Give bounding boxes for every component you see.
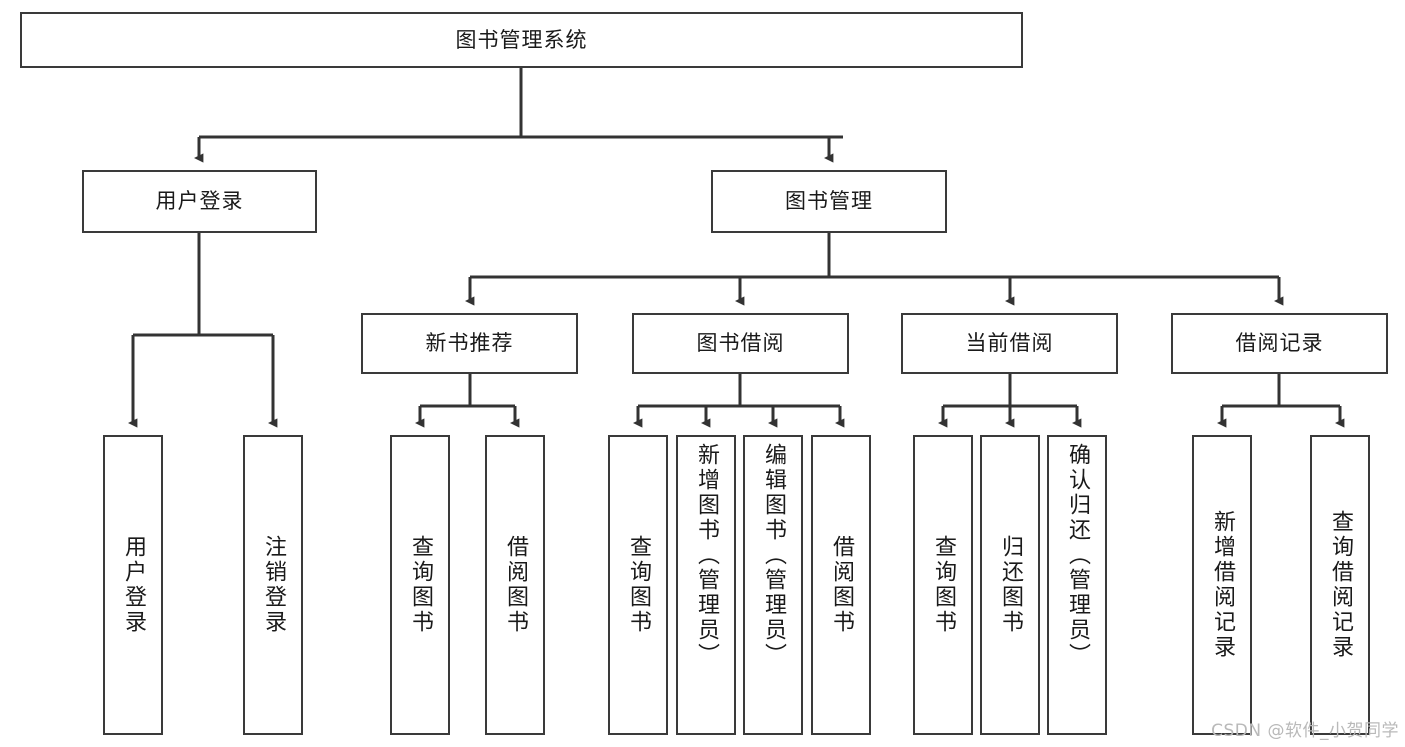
leaf-borrow-record-add-record[interactable]: 新增借阅记录 [1192, 435, 1252, 735]
node-label: 用户登录 [155, 189, 244, 214]
leaf-borrow-record-query-record[interactable]: 查询借阅记录 [1310, 435, 1370, 735]
leaf-book-borrow-add-book-admin[interactable]: 新增图书（管理员） [676, 435, 736, 735]
node-new-book-recommend[interactable]: 新书推荐 [361, 313, 578, 374]
node-label: 查询图书 [408, 535, 433, 635]
node-label: 归还图书 [998, 535, 1023, 635]
node-label: 图书管理系统 [455, 27, 588, 52]
node-label: 用户登录 [121, 535, 146, 635]
node-root-book-management-system[interactable]: 图书管理系统 [20, 12, 1023, 68]
leaf-current-borrow-query-books[interactable]: 查询图书 [913, 435, 973, 735]
leaf-user-login-login[interactable]: 用户登录 [103, 435, 163, 735]
leaf-current-borrow-return-books[interactable]: 归还图书 [980, 435, 1040, 735]
node-label: 当前借阅 [965, 331, 1054, 356]
node-label: 注销登录 [261, 535, 286, 635]
watermark-text: CSDN @软件_小贺同学 [1211, 721, 1399, 741]
node-label: 借阅记录 [1235, 331, 1324, 356]
node-book-management[interactable]: 图书管理 [711, 170, 947, 233]
node-label: 新增借阅记录 [1210, 510, 1235, 660]
leaf-book-borrow-edit-book-admin[interactable]: 编辑图书（管理员） [743, 435, 803, 735]
node-label: 新书推荐 [425, 331, 514, 356]
node-label: 查询图书 [626, 535, 651, 635]
node-user-login[interactable]: 用户登录 [82, 170, 317, 233]
node-label: 查询借阅记录 [1328, 510, 1353, 660]
leaf-current-borrow-confirm-return-admin[interactable]: 确认归还（管理员） [1047, 435, 1107, 735]
node-label: 图书借阅 [696, 331, 785, 356]
node-label: 借阅图书 [829, 535, 854, 635]
node-label: 确认归还（管理员） [1065, 443, 1090, 668]
node-label: 图书管理 [785, 189, 873, 214]
leaf-user-login-logout[interactable]: 注销登录 [243, 435, 303, 735]
node-borrow-record[interactable]: 借阅记录 [1171, 313, 1388, 374]
leaf-new-book-borrow-books[interactable]: 借阅图书 [485, 435, 545, 735]
node-label: 新增图书（管理员） [694, 443, 719, 668]
leaf-book-borrow-query-books[interactable]: 查询图书 [608, 435, 668, 735]
node-current-borrow[interactable]: 当前借阅 [901, 313, 1118, 374]
leaf-book-borrow-borrow-books[interactable]: 借阅图书 [811, 435, 871, 735]
leaf-new-book-query-books[interactable]: 查询图书 [390, 435, 450, 735]
node-label: 借阅图书 [503, 535, 528, 635]
node-label: 查询图书 [931, 535, 956, 635]
node-label: 编辑图书（管理员） [761, 443, 786, 668]
node-book-borrow[interactable]: 图书借阅 [632, 313, 849, 374]
